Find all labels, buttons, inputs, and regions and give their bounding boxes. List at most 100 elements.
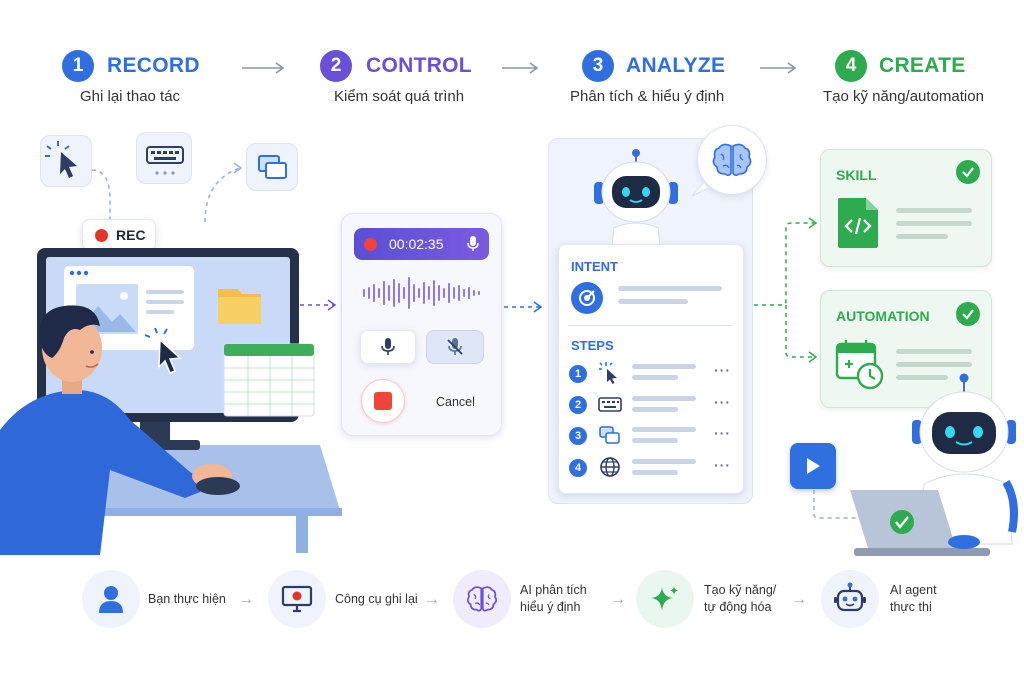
step-placeholder-line [632, 364, 696, 369]
skill-placeholder-line [896, 208, 972, 213]
keyboard-icon [598, 397, 622, 412]
cursor-click-icon [45, 141, 77, 178]
audio-waveform [363, 277, 480, 309]
windows-icon [599, 426, 620, 444]
arrow-right-icon [242, 62, 285, 74]
play-button[interactable] [790, 443, 836, 489]
step-title: ANALYZE [626, 54, 726, 77]
rec-label: REC [116, 227, 146, 243]
arrow-right-icon: → [424, 591, 440, 608]
step-row-number: 1 [569, 365, 587, 383]
globe-icon [600, 457, 620, 477]
step-analyze: 3 ANALYZE Phân tích & hiểu ý định [570, 48, 782, 108]
record-dot-icon [95, 228, 108, 242]
flow-create-circle [636, 570, 694, 628]
sparkle-icon [651, 586, 678, 611]
step-number: 3 [582, 50, 614, 82]
step-number: 4 [835, 50, 867, 82]
robot-icon [834, 582, 866, 612]
microphone-icon [467, 236, 479, 251]
skill-check-badge [956, 160, 980, 184]
play-icon [807, 458, 820, 474]
step-subtitle: Tạo kỹ năng/automation [823, 88, 984, 105]
arrow-right-icon [502, 62, 539, 74]
step-record: 1 RECORD Ghi lại thao tác [62, 48, 262, 108]
bubble-tail [691, 181, 709, 197]
cancel-button[interactable]: Cancel [436, 395, 475, 409]
skill-placeholder-line [896, 221, 972, 226]
mute-button[interactable] [426, 330, 484, 364]
step-placeholder-line [632, 470, 678, 475]
step-placeholder-line [632, 438, 678, 443]
flow-label: hiểu ý định [520, 600, 581, 614]
step-number: 1 [62, 50, 94, 82]
step-row-number: 4 [569, 459, 587, 477]
flow-connector [504, 301, 543, 313]
flow-connector [754, 217, 818, 363]
target-icon [579, 290, 595, 306]
brain-icon [466, 586, 498, 612]
calendar-clock-icon [835, 340, 884, 390]
stop-button[interactable] [361, 379, 405, 423]
automation-placeholder-line [896, 349, 972, 354]
flow-ai-circle [453, 570, 511, 628]
more-options-icon[interactable]: ··· [714, 425, 731, 441]
skill-placeholder-line [896, 234, 948, 239]
rec-indicator[interactable]: REC [82, 219, 156, 251]
more-options-icon[interactable]: ··· [714, 457, 731, 473]
cursor-click-icon [599, 362, 617, 384]
automation-label: AUTOMATION [836, 308, 930, 324]
step-placeholder-line [632, 407, 678, 412]
robot-icon [594, 149, 678, 246]
intent-placeholder-line [618, 299, 688, 304]
flow-label: tự động hóa [704, 600, 772, 614]
more-options-icon[interactable]: ··· [714, 362, 731, 378]
flow-label: thực thi [890, 600, 932, 614]
step-placeholder-line [632, 375, 678, 380]
flow-label: Tạo kỹ năng/ [704, 583, 777, 597]
brain-icon [712, 143, 752, 177]
windows-tile [246, 143, 298, 191]
step-title: CONTROL [366, 54, 472, 77]
brain-bubble [697, 125, 767, 195]
recording-status-bar: 00:02:35 [354, 228, 489, 260]
flow-agent-circle [821, 570, 879, 628]
code-file-icon [838, 198, 878, 248]
more-options-icon[interactable]: ··· [714, 394, 731, 410]
windows-icon [258, 155, 287, 179]
automation-placeholder-line [896, 375, 948, 380]
microphone-button[interactable] [360, 330, 416, 364]
intent-heading: INTENT [571, 259, 618, 274]
skill-label: SKILL [836, 167, 877, 183]
keyboard-icon [146, 146, 184, 175]
recording-timer: 00:02:35 [389, 236, 444, 252]
automation-placeholder-line [896, 362, 972, 367]
mic-off-icon [447, 338, 463, 355]
step-subtitle: Kiểm soát quá trình [334, 88, 465, 105]
keyboard-tile [136, 132, 192, 184]
step-subtitle: Ghi lại thao tác [80, 88, 181, 105]
arrow-right-icon: → [610, 591, 626, 608]
intent-target-badge [571, 282, 603, 314]
automation-check-badge [956, 302, 980, 326]
stop-icon [374, 392, 392, 410]
microphone-icon [381, 338, 395, 355]
cursor-tile [40, 135, 92, 187]
step-title: RECORD [107, 54, 200, 77]
steps-heading: STEPS [571, 338, 614, 353]
record-connectors [91, 162, 243, 223]
flow-user-circle [82, 570, 140, 628]
arrow-right-icon [760, 62, 797, 74]
divider [568, 325, 732, 326]
step-row-number: 2 [569, 396, 587, 414]
intent-placeholder-line [618, 286, 722, 291]
flow-connector [300, 299, 337, 311]
arrow-right-icon: → [238, 591, 254, 608]
step-number: 2 [320, 50, 352, 82]
arrow-right-icon: → [791, 591, 807, 608]
user-icon [99, 586, 123, 613]
flow-recorder-circle [268, 570, 326, 628]
flow-label: AI agent [890, 583, 937, 597]
flow-connector [813, 490, 864, 519]
flow-label: AI phân tích [520, 583, 587, 597]
